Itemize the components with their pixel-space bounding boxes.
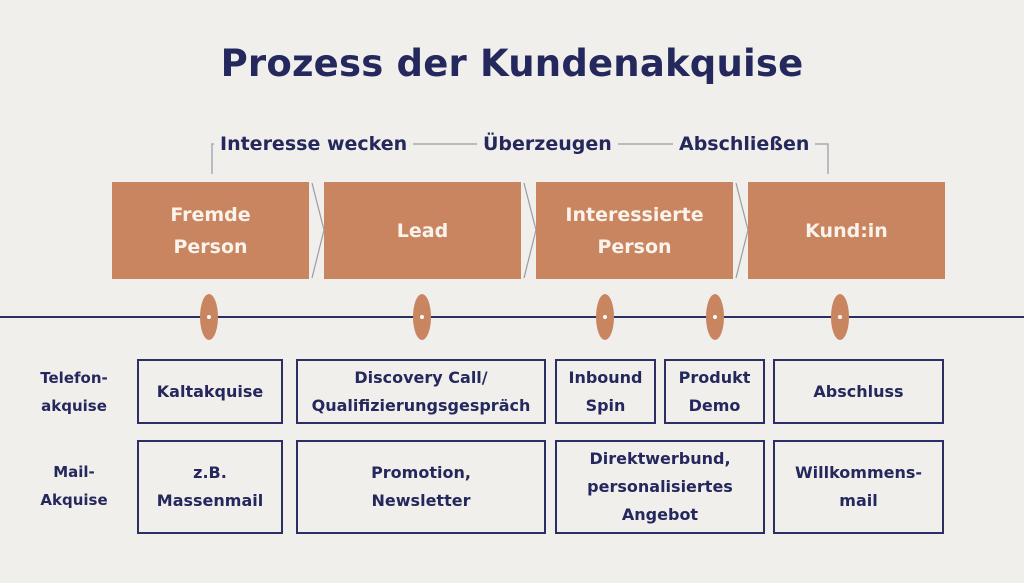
cell-text: Discovery Call/ Qualifizierungsgespräch [311, 367, 531, 415]
cell-mail-mass: z.B. Massenmail [137, 440, 283, 534]
cell-text: Kaltakquise [156, 381, 264, 401]
timeline-line [0, 316, 1024, 318]
timeline-marker [413, 294, 431, 340]
cell-text: z.B. Massenmail [156, 463, 264, 510]
cell-text: Willkommens- mail [794, 463, 923, 510]
stage-label: Fremde Person [170, 203, 251, 258]
stage-stranger: Fremde Person [112, 182, 309, 279]
cell-text: Inbound Spin [568, 367, 643, 415]
stage-lead: Lead [324, 182, 521, 279]
timeline-marker [831, 294, 849, 340]
cell-phone-inbound: Inbound Spin [555, 359, 656, 424]
phase-label-convince: Überzeugen [477, 131, 618, 157]
cell-phone-closing: Abschluss [773, 359, 944, 424]
row-label-mail: Mail- Akquise [40, 463, 108, 509]
stage-label: Lead [396, 219, 449, 242]
cell-phone-demo: Produkt Demo [664, 359, 765, 424]
page-title: Prozess der Kundenakquise [220, 42, 804, 85]
cell-phone-cold: Kaltakquise [137, 359, 283, 424]
chevron-right-icon [523, 182, 537, 279]
cell-text: Produkt Demo [678, 367, 751, 415]
cell-phone-discovery: Discovery Call/ Qualifizierungsgespräch [296, 359, 546, 424]
phase-label-close: Abschließen [673, 131, 816, 157]
cell-text: Direktwerbund, personalisiertes Angebot [587, 449, 733, 524]
chevron-right-icon [311, 182, 325, 279]
row-label-phone: Telefon- akquise [40, 369, 108, 415]
stage-interested-person: Interessierte Person [536, 182, 733, 279]
cell-mail-direct: Direktwerbund, personalisiertes Angebot [555, 440, 765, 534]
chevron-right-icon [735, 182, 749, 279]
cell-text: Promotion, Newsletter [371, 463, 471, 510]
cell-text: Abschluss [813, 381, 904, 401]
phase-label-interest: Interesse wecken [214, 131, 414, 157]
cell-mail-welcome: Willkommens- mail [773, 440, 944, 534]
stage-label: Kund:in [805, 219, 888, 242]
timeline-marker [200, 294, 218, 340]
cell-mail-newsletter: Promotion, Newsletter [296, 440, 546, 534]
stage-label: Interessierte Person [565, 203, 704, 258]
stage-customer: Kund:in [748, 182, 945, 279]
timeline-marker [706, 294, 724, 340]
timeline-marker [596, 294, 614, 340]
